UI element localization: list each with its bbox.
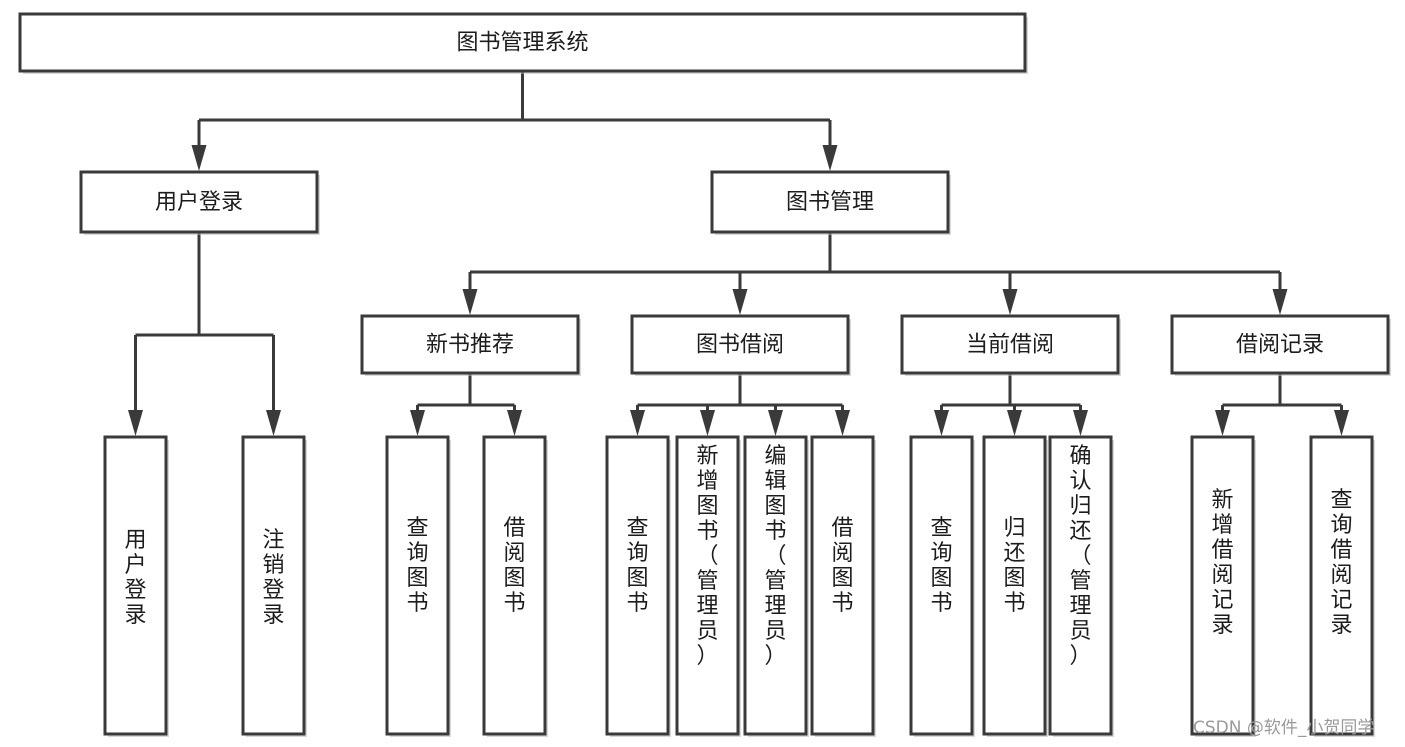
watermark-label: CSDN @软件_小贺同学 — [1193, 718, 1374, 738]
node-leaf-query-record[interactable]: 查询借阅记录 — [1309, 435, 1375, 737]
node-rect — [1170, 314, 1390, 375]
node-leaf-confirm-return[interactable]: 确认归还（管理员） — [1048, 435, 1114, 737]
node-book-manage[interactable]: 图书管理 — [710, 170, 951, 235]
node-label: 用户登录 — [124, 528, 146, 628]
node-book-borrow[interactable]: 图书借阅 — [630, 314, 851, 376]
node-rect — [385, 435, 450, 736]
node-label: 查询借阅记录 — [1330, 488, 1352, 638]
node-label: 查询图书 — [930, 516, 952, 616]
node-label: 注销登录 — [262, 528, 284, 628]
node-label: 借阅记录 — [1236, 333, 1324, 358]
node-label: 图书借阅 — [696, 333, 784, 358]
node-new-book-recommend[interactable]: 新书推荐 — [360, 314, 581, 376]
node-leaf-query-book-1[interactable]: 查询图书 — [385, 435, 451, 737]
connector-group-borrow_record — [1215, 373, 1349, 436]
node-rect — [675, 435, 740, 736]
node-label: 编辑图书（管理员） — [764, 444, 786, 669]
node-rect — [605, 435, 670, 736]
node-label: 借阅图书 — [503, 516, 525, 616]
node-rect — [103, 435, 168, 736]
node-label: 借阅图书 — [831, 516, 853, 616]
node-current-borrow[interactable]: 当前借阅 — [900, 314, 1121, 376]
node-rect — [630, 314, 850, 375]
connector-group-book_borrow — [630, 373, 850, 436]
node-rect — [743, 435, 808, 736]
node-root[interactable]: 图书管理系统 — [18, 12, 1028, 74]
node-label: 查询图书 — [406, 516, 428, 616]
node-user-login[interactable]: 用户登录 — [79, 170, 320, 235]
node-rect — [1190, 435, 1255, 736]
node-leaf-add-record[interactable]: 新增借阅记录 — [1190, 435, 1256, 737]
node-label: 图书管理 — [786, 190, 874, 215]
node-rect — [241, 435, 306, 736]
node-rect — [909, 435, 974, 736]
node-rect — [482, 435, 547, 736]
node-label: 确认归还（管理员） — [1069, 444, 1091, 669]
node-borrow-record[interactable]: 借阅记录 — [1170, 314, 1391, 376]
node-leaf-logout[interactable]: 注销登录 — [241, 435, 307, 737]
node-rect — [900, 314, 1120, 375]
node-leaf-return-book[interactable]: 归还图书 — [982, 435, 1048, 737]
node-rect — [710, 170, 950, 234]
node-leaf-query-book-3[interactable]: 查询图书 — [909, 435, 975, 737]
node-leaf-edit-book[interactable]: 编辑图书（管理员） — [743, 435, 809, 737]
node-rect — [810, 435, 875, 736]
node-label: 新增图书（管理员） — [696, 444, 718, 669]
node-rect — [1048, 435, 1113, 736]
node-leaf-borrow-book-2[interactable]: 借阅图书 — [810, 435, 876, 737]
node-layer: 图书管理系统用户登录图书管理新书推荐图书借阅当前借阅借阅记录用户登录注销登录查询… — [18, 12, 1391, 737]
connector-group-user_login — [128, 232, 281, 436]
node-label: 查询图书 — [626, 516, 648, 616]
connector-group-current_borrow — [934, 373, 1088, 436]
node-label: 新增借阅记录 — [1211, 488, 1233, 638]
node-rect — [982, 435, 1047, 736]
node-rect — [18, 12, 1027, 73]
connector-group-book_manage — [462, 232, 1288, 315]
node-label: 归还图书 — [1003, 516, 1025, 616]
node-leaf-query-book-2[interactable]: 查询图书 — [605, 435, 671, 737]
node-rect — [79, 170, 319, 234]
node-label: 用户登录 — [155, 190, 243, 215]
connector-group-root — [191, 71, 838, 171]
node-label: 图书管理系统 — [456, 31, 588, 56]
node-rect — [360, 314, 580, 375]
connector-layer — [128, 71, 1349, 436]
node-leaf-add-book[interactable]: 新增图书（管理员） — [675, 435, 741, 737]
node-rect — [1309, 435, 1374, 736]
connector-group-new_book_recommend — [410, 373, 522, 436]
node-label: 当前借阅 — [966, 333, 1054, 358]
node-leaf-user-login[interactable]: 用户登录 — [103, 435, 169, 737]
node-label: 新书推荐 — [426, 333, 514, 358]
node-leaf-borrow-book-1[interactable]: 借阅图书 — [482, 435, 548, 737]
